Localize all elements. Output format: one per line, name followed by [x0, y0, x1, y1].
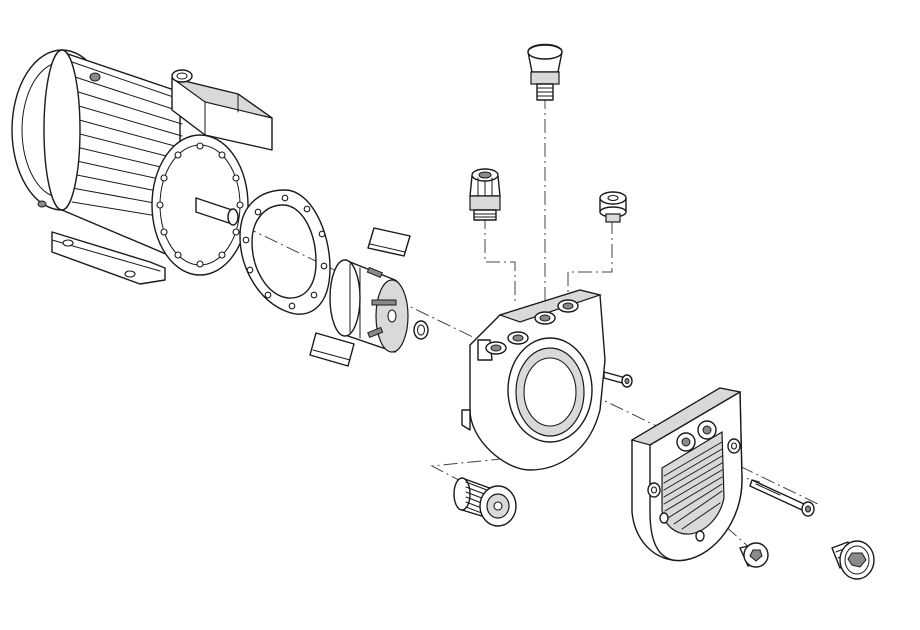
pump-body — [461, 289, 606, 471]
side-plate-ports — [647, 420, 741, 542]
small-plug — [739, 542, 769, 568]
adjustment-valve — [527, 43, 563, 101]
rotor-vane-blade-bottom — [309, 332, 355, 367]
filter-insert — [453, 477, 517, 527]
flange-bolt-holes — [156, 142, 244, 268]
rotor-vane-blade-top — [367, 227, 411, 257]
shaft-o-ring — [413, 320, 429, 340]
top-plug — [599, 191, 627, 223]
rotor — [329, 259, 409, 353]
flange-gasket — [239, 189, 331, 315]
gasket-holes — [242, 194, 328, 310]
long-screw — [749, 479, 815, 517]
electric-motor — [11, 49, 273, 285]
socket-screw-short — [603, 371, 633, 388]
plate-ribs — [663, 441, 723, 530]
side-plate — [630, 387, 743, 562]
pressure-relief-valve — [469, 168, 501, 221]
end-plug — [831, 540, 875, 580]
pump-body-ports — [485, 299, 579, 355]
